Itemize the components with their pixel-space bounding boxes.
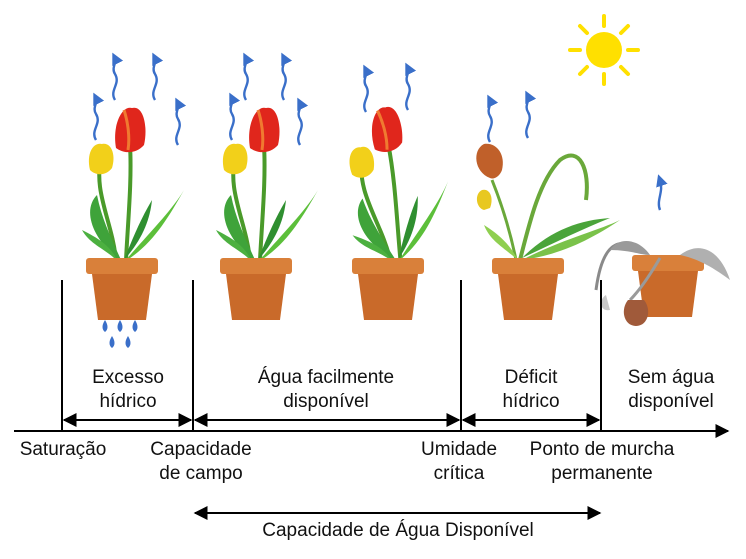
zone-label-line: hídrico bbox=[502, 391, 560, 412]
threshold-label-field-capacity: Capacidade de campo bbox=[136, 438, 266, 486]
threshold-label-line: Capacidade bbox=[150, 439, 252, 460]
threshold-label-line: permanente bbox=[551, 463, 653, 484]
threshold-label-line: crítica bbox=[433, 463, 485, 484]
threshold-label-wilting-point: Ponto de murcha permanente bbox=[512, 438, 692, 486]
zone-label-excess: Excesso hídrico bbox=[70, 366, 186, 414]
tulip-plant-icon bbox=[80, 105, 186, 320]
zone-label-line: Sem água bbox=[627, 367, 715, 388]
sun-icon bbox=[568, 14, 640, 86]
threshold-label-line: de campo bbox=[159, 463, 243, 484]
zone-label-line: disponível bbox=[283, 391, 369, 412]
tulip-plant-icon bbox=[474, 141, 622, 320]
threshold-label-saturation: Saturação bbox=[8, 438, 118, 462]
zone-label-deficit: Déficit hídrico bbox=[468, 366, 594, 414]
evaporation-arrow-icon bbox=[656, 174, 668, 211]
zone-label-line: Déficit bbox=[504, 367, 558, 388]
evaporation-arrow-icon bbox=[364, 68, 409, 112]
zone-label-line: disponível bbox=[628, 391, 714, 412]
threshold-label-line: Ponto de murcha bbox=[529, 439, 675, 460]
threshold-label-line: Umidade bbox=[420, 439, 498, 460]
threshold-label-critical-moisture: Umidade crítica bbox=[404, 438, 514, 486]
zone-label-easily-available: Água facilmente disponível bbox=[200, 366, 452, 414]
zone-label-line: hídrico bbox=[99, 391, 157, 412]
tulip-plant-icon bbox=[333, 97, 461, 320]
threshold-label-line: Saturação bbox=[19, 439, 107, 460]
threshold-lines bbox=[61, 280, 602, 432]
zone-label-no-water: Sem água disponível bbox=[604, 366, 738, 414]
zone-label-line: Água facilmente bbox=[257, 367, 395, 388]
available-water-capacity-label: Capacidade de Água Disponível bbox=[262, 520, 534, 541]
evaporation-arrow-icon bbox=[488, 96, 529, 142]
zone-label-line: Excesso bbox=[92, 367, 164, 388]
tulip-plant-icon bbox=[594, 240, 730, 326]
water-drop-icon bbox=[102, 320, 138, 348]
